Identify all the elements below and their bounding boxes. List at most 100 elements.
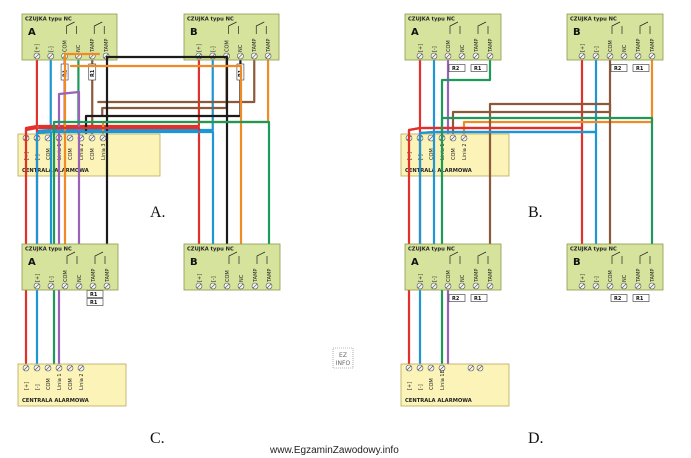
detector-pin-label: [+]	[580, 44, 586, 52]
detector-pin-label: COM	[224, 40, 230, 52]
detector-box	[404, 243, 502, 291]
panel-title: CENTRALA ALARMOWA	[22, 398, 89, 404]
resistor-label: R1	[90, 292, 98, 298]
caption-C: C.	[150, 430, 165, 447]
detector-pin-label: [-]	[594, 46, 600, 52]
resistor-r2: R2	[448, 64, 466, 72]
screw-slot	[439, 365, 445, 371]
detector-pin-label: [-]	[594, 276, 600, 282]
panel-title: CENTRALA ALARMOWA	[405, 398, 472, 404]
detector-pin-label: NC	[622, 274, 628, 282]
screw-slot	[45, 135, 51, 141]
detector-pin-label: TAMP	[266, 39, 272, 53]
detector-pin-label: TAMP	[91, 269, 97, 283]
detector-pin-label: [-]	[432, 46, 438, 52]
wire-red	[407, 54, 422, 140]
resistor-body	[632, 294, 650, 302]
resistor-r2: R2	[448, 294, 466, 302]
detector-title: CZUJKA typu NC	[187, 247, 234, 253]
detector-letter: A	[411, 257, 419, 268]
relay-contact	[449, 251, 461, 264]
screw-slot	[607, 283, 613, 289]
screw-slot	[431, 53, 437, 59]
detector-box	[404, 13, 502, 61]
caption-D: D.	[528, 430, 544, 447]
wire-brown	[488, 102, 612, 288]
caption-A: A.	[150, 204, 166, 221]
detector-pin-label: NC	[239, 274, 245, 282]
resistor-r1: R1	[86, 298, 104, 306]
screw-slot	[445, 53, 451, 59]
detector-pin-label: TAMP	[474, 39, 480, 53]
wire-brown	[451, 54, 612, 140]
relay-contact	[477, 21, 489, 34]
relay-contact	[449, 21, 461, 34]
detector-letter: A	[411, 27, 419, 38]
panel-box	[17, 133, 161, 177]
detector-pin-label: [-]	[49, 276, 55, 282]
screw-slot	[428, 365, 434, 371]
detector-pin-label: [+]	[197, 44, 203, 52]
screw-slot	[621, 283, 627, 289]
screw-slot	[431, 283, 437, 289]
watermark-logo: EZ INFO	[332, 347, 354, 369]
wire-orange	[462, 54, 654, 140]
screw-slot	[56, 365, 62, 371]
detector-pin-label: TAMP	[650, 269, 656, 283]
footer-url[interactable]: www.EgzaminZawodowy.info	[269, 445, 399, 456]
panel-pin-label: COM	[429, 148, 435, 160]
detector-pin-label: TAMP	[650, 39, 656, 53]
detector-pin-label: [+]	[35, 44, 41, 52]
resistor-r1: R1	[470, 64, 488, 72]
detector-pin-label: NC	[460, 44, 466, 52]
screw-slot	[78, 365, 84, 371]
resistor-body	[86, 290, 104, 298]
relay-contact	[639, 21, 651, 34]
detector-pin-label: TAMP	[474, 269, 480, 283]
panel-pin-label: Linia 2	[79, 143, 85, 160]
screw-slot	[635, 283, 641, 289]
screw-slot	[579, 53, 585, 59]
screw-slot	[461, 135, 467, 141]
detector-letter: A	[28, 257, 36, 268]
detector-pin-label: [+]	[418, 44, 424, 52]
screw-slot	[459, 53, 465, 59]
resistor-r1: R1	[632, 294, 650, 302]
panel-pin-label: Linia 1	[57, 373, 63, 390]
panel-pin-label: COM	[429, 378, 435, 390]
screw-slot	[252, 283, 258, 289]
detector-title: CZUJKA typu NC	[25, 247, 72, 253]
screw-slot	[48, 283, 54, 289]
panel-pin-label: Linia 2	[462, 143, 468, 160]
detector-pin-label: TAMP	[104, 39, 110, 53]
screw-slot	[23, 365, 29, 371]
detector-pin-label: NC	[238, 44, 244, 52]
detector-pin-label: TAMP	[636, 39, 642, 53]
detector-pin-label: TAMP	[252, 39, 258, 53]
detector-pin-label: COM	[446, 40, 452, 52]
panel-pin-label: [-]	[35, 384, 41, 390]
relay-contact	[93, 21, 105, 34]
detector-pin-label: COM	[446, 270, 452, 282]
detector-pin-label: NC	[622, 44, 628, 52]
detector-box	[183, 13, 280, 61]
wire-green	[440, 116, 654, 370]
detector-box	[566, 243, 664, 291]
screw-slot	[238, 283, 244, 289]
resistor-label: R1	[90, 300, 98, 306]
detector-letter: B	[190, 257, 198, 268]
screw-slot	[607, 53, 613, 59]
resistor-body	[632, 64, 650, 72]
relay-contact	[66, 251, 78, 264]
relay-contact	[256, 251, 268, 264]
resistor-body	[610, 64, 628, 72]
svg-text:INFO: INFO	[336, 360, 351, 367]
resistor-body	[470, 64, 488, 72]
resistor-label: R1	[474, 66, 482, 72]
wire-blue	[434, 130, 598, 288]
